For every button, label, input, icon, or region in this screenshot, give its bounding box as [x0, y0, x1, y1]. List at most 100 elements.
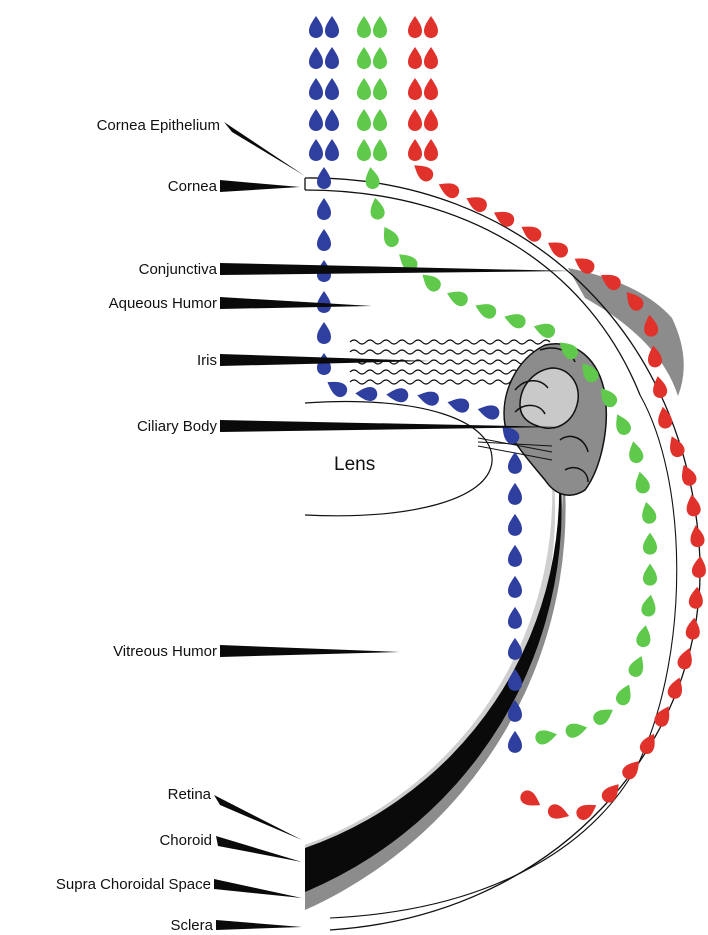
blue-drop	[508, 576, 522, 598]
red-drop	[408, 78, 422, 100]
label-cornea: Cornea	[168, 178, 218, 195]
green-drop	[373, 47, 387, 69]
green-drop	[643, 533, 657, 555]
red-drop	[408, 16, 422, 38]
blue-drop	[317, 322, 331, 344]
eye-structure	[305, 178, 700, 930]
green-drop	[444, 287, 470, 309]
green-drop	[639, 501, 657, 525]
blue-drop	[309, 16, 323, 38]
red-drop	[685, 617, 701, 640]
green-drop	[357, 78, 371, 100]
green-drop	[633, 470, 651, 494]
blue-drop	[325, 78, 339, 100]
green-drop	[357, 47, 371, 69]
green-drop	[611, 411, 633, 437]
label-iris: Iris	[197, 352, 217, 369]
red-drop	[652, 703, 675, 729]
green-drop	[614, 682, 636, 708]
green-drop	[532, 320, 557, 340]
blue-drop	[508, 514, 522, 536]
green-drop	[357, 16, 371, 38]
red-drop	[424, 16, 438, 38]
red-drop	[424, 109, 438, 131]
blue-drop	[508, 731, 522, 753]
red-drop	[651, 375, 668, 399]
blue-drop	[309, 47, 323, 69]
label-retina: Retina	[168, 786, 212, 803]
pointer-choroid	[216, 836, 302, 862]
green-drop	[373, 139, 387, 161]
green-drop	[502, 310, 527, 330]
blue-drop	[324, 376, 350, 399]
blue-drop	[386, 388, 409, 403]
red-drop	[691, 555, 707, 578]
blue-drop	[317, 167, 331, 189]
green-drop	[640, 594, 657, 618]
blue-drop	[508, 452, 522, 474]
red-drop	[688, 586, 704, 609]
green-drop	[373, 16, 387, 38]
green-drop	[635, 624, 652, 648]
label-vitreous-humor: Vitreous Humor	[113, 643, 217, 660]
label-ciliary-body: Ciliary Body	[137, 418, 218, 435]
blue-drop	[325, 109, 339, 131]
pointer-aqueous-humor	[220, 297, 372, 309]
green-drop	[473, 299, 499, 321]
blue-drop	[446, 395, 471, 414]
red-drop	[574, 799, 600, 822]
green-drop	[591, 704, 617, 728]
blue-drop	[317, 198, 331, 220]
blue-drop	[508, 607, 522, 629]
green-drop	[643, 564, 657, 586]
label-conjunctiva: Conjunctiva	[139, 261, 218, 278]
green-drop	[363, 166, 380, 190]
pointer-cornea-epithelium	[224, 122, 305, 176]
green-drop	[378, 223, 401, 249]
pointer-retina	[214, 795, 302, 840]
green-drop	[534, 727, 559, 745]
red-drop	[518, 788, 544, 811]
label-cornea-epithelium: Cornea Epithelium	[97, 117, 220, 134]
pointer-conjunctiva	[220, 263, 572, 275]
blue-drop	[325, 47, 339, 69]
green-drop	[373, 109, 387, 131]
blue-drop	[325, 139, 339, 161]
label-sclera: Sclera	[170, 917, 213, 934]
red-drop	[436, 178, 462, 200]
blue-drop	[355, 386, 378, 401]
label-aqueous-humor: Aqueous Humor	[109, 295, 217, 312]
pointer-supra-choroidal	[214, 879, 302, 898]
blue-drop	[317, 229, 331, 251]
blue-drop	[508, 545, 522, 567]
red-drop	[546, 802, 571, 822]
green-drop	[564, 721, 589, 739]
blue-drop	[309, 109, 323, 131]
red-drop	[408, 47, 422, 69]
green-drop	[368, 197, 385, 221]
red-drop	[685, 494, 702, 518]
green-drop	[626, 440, 644, 464]
red-drop	[677, 462, 698, 488]
red-drop	[544, 237, 570, 260]
red-drop	[410, 160, 436, 184]
blue-drop	[325, 16, 339, 38]
blue-drop	[309, 78, 323, 100]
label-lens: Lens	[334, 454, 375, 475]
blue-drop	[317, 291, 331, 313]
green-drop	[626, 653, 648, 679]
blue-drop	[416, 389, 441, 408]
red-drop	[408, 139, 422, 161]
red-drop	[408, 109, 422, 131]
outer-eye-outline	[305, 178, 700, 930]
green-drop	[418, 269, 444, 294]
red-drop	[689, 524, 706, 548]
red-drop	[424, 139, 438, 161]
pointer-vitreous-humor	[220, 645, 400, 657]
green-drop	[373, 78, 387, 100]
blue-drop	[309, 139, 323, 161]
green-drop	[357, 139, 371, 161]
blue-drop	[508, 483, 522, 505]
red-drop	[424, 47, 438, 69]
